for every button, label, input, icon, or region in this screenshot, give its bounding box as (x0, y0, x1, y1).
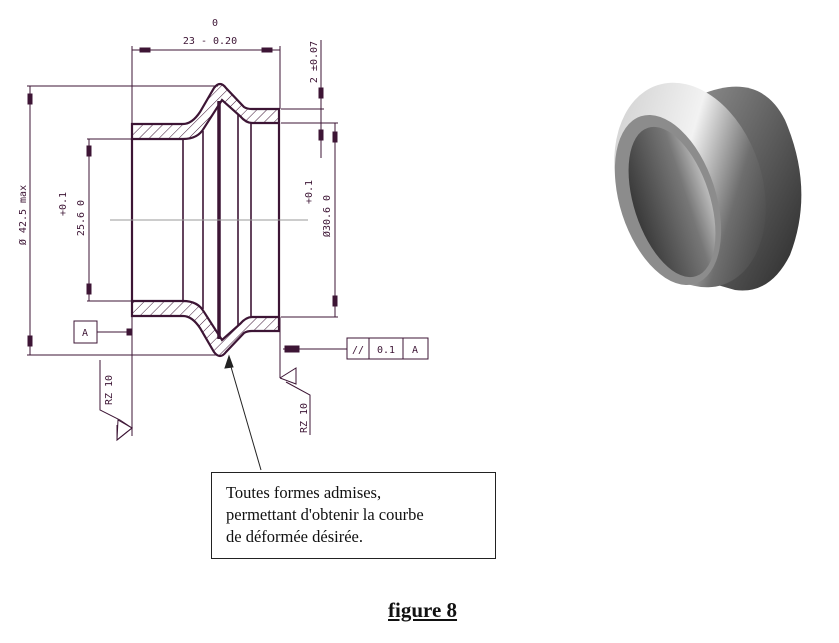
length-tolerance: 0 (212, 18, 218, 29)
bore-right-dimension: Ø30.6 0 (321, 195, 333, 237)
note-box: Toutes formes admises, permettant d'obte… (211, 472, 496, 559)
bore-left-tolerance: +0.1 (58, 192, 69, 216)
length-dimension: 23 - 0.20 (183, 36, 237, 47)
bore-left-dimension: 25.6 0 (76, 200, 87, 236)
tolerance-value: 0.1 (377, 345, 395, 356)
note-line: permettant d'obtenir la courbe (226, 505, 424, 524)
dimension-texts: 0 23 - 0.20 2 ±0.07 Ø 42.5 max +0.1 25.6… (17, 18, 418, 433)
roughness-left: RZ 10 (104, 375, 115, 405)
note-line: Toutes formes admises, (226, 483, 382, 502)
figure-caption: figure 8 (388, 598, 458, 622)
datum-label: A (82, 328, 88, 339)
roughness-right: RZ 10 (299, 403, 310, 433)
outer-diameter-dimension: Ø 42.5 max (17, 185, 29, 245)
section-wall-bottom (130, 299, 281, 358)
tolerance-datum: A (412, 345, 418, 356)
flange-dimension: 2 ±0.07 (309, 41, 320, 83)
part-3d-render (614, 82, 802, 291)
bore-right-tolerance: +0.1 (304, 180, 315, 204)
dimensions (27, 40, 429, 471)
parallelism-symbol: // (352, 345, 364, 356)
bore (628, 126, 716, 278)
note-line: de déformée désirée. (226, 527, 363, 546)
section-wall-top (130, 82, 281, 141)
